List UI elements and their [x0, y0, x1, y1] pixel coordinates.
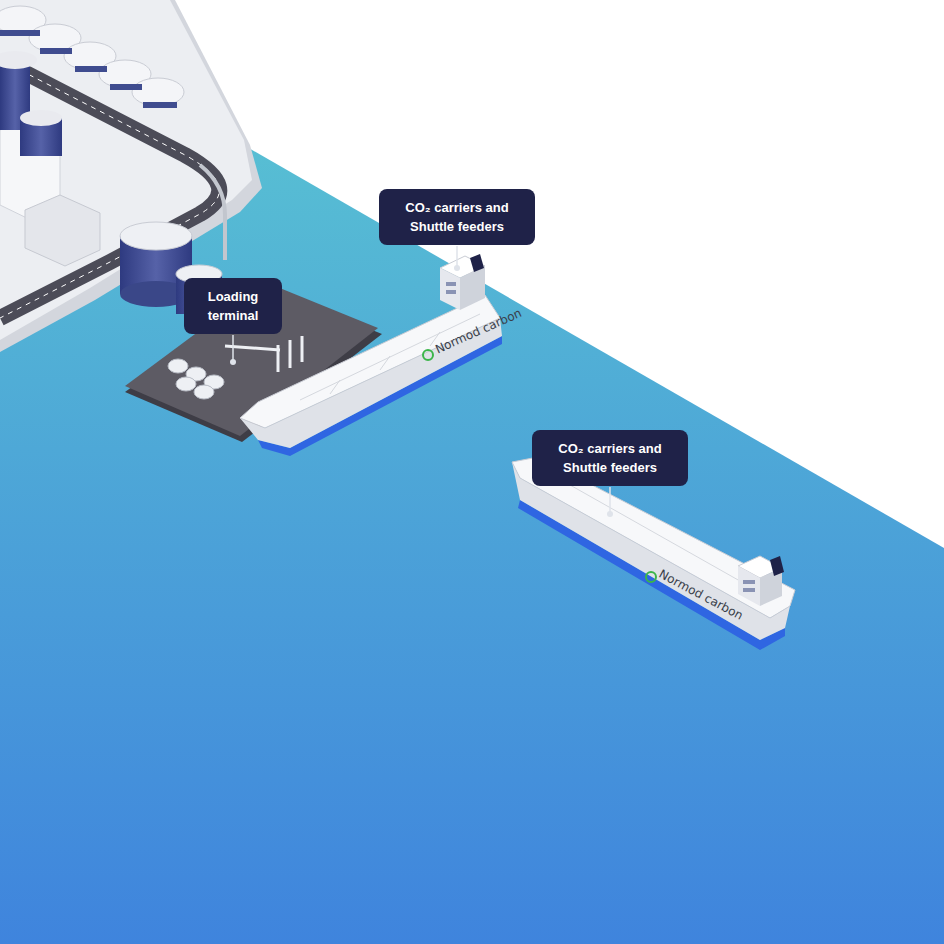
callout-box: Loading terminal	[184, 278, 282, 334]
callout-box: CO₂ carriers and Shuttle feeders	[379, 189, 535, 245]
callout-text: CO₂ carriers and Shuttle feeders	[546, 439, 674, 477]
callout-text: CO₂ carriers and Shuttle feeders	[393, 198, 521, 236]
callout-box: CO₂ carriers and Shuttle feeders	[532, 430, 688, 486]
water	[0, 120, 944, 944]
callout-text: Loading terminal	[198, 287, 268, 325]
